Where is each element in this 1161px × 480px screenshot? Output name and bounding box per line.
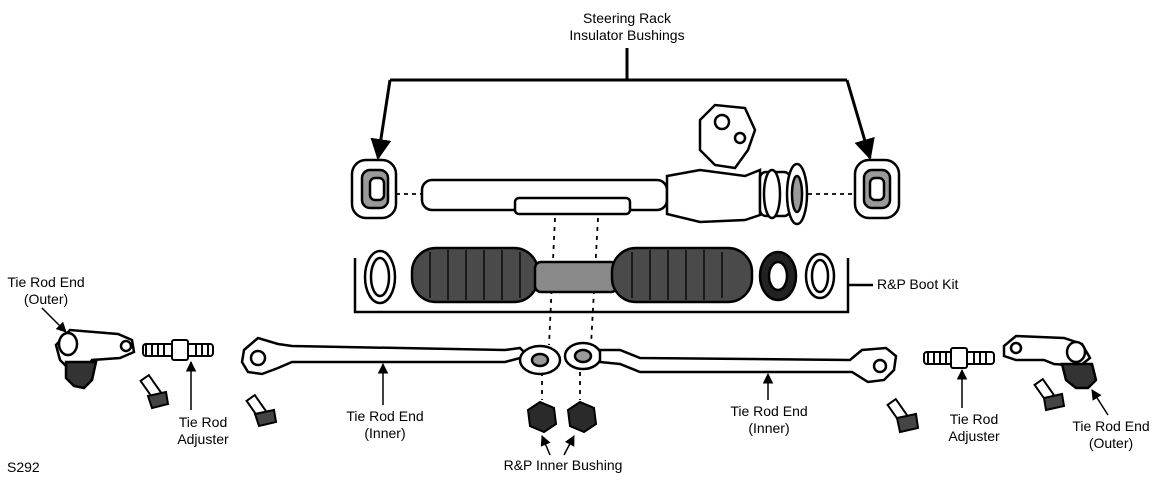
left-tie-rod-adjuster [142,339,214,361]
right-outer-tie-rod-end [1002,334,1098,390]
tie-rod-end-inner-right-line1: Tie Rod End [730,403,808,419]
steering-rack-label-line2: Insulator Bushings [569,27,685,43]
tie-rod-adjuster-right-line2: Adjuster [948,428,1000,444]
tie-rod-end-outer-right-label: Tie Rod End (Outer) [1066,418,1156,452]
right-tie-rod-adjuster [923,347,995,369]
tie-rod-end-outer-left-line2: (Outer) [23,291,69,307]
right-outer-bolt [1033,377,1066,412]
tie-rod-adjuster-left-label: Tie Rod Adjuster [168,414,238,448]
insulator-bushing-callout [370,48,875,161]
inner-bushings [526,400,598,434]
steering-rack-housing [420,103,809,226]
left-inner-bolt [245,393,278,428]
left-insulator-bushing [350,158,398,220]
right-insulator-bushing [853,158,901,220]
tie-rod-end-inner-left-label: Tie Rod End (Inner) [340,408,430,442]
tie-rod-adjuster-left-line1: Tie Rod [178,414,228,430]
right-inner-bolt [886,397,920,434]
left-outer-bolt [139,373,170,410]
tie-rod-adjuster-right-label: Tie Rod Adjuster [939,411,1009,445]
tie-rod-end-inner-left-line2: (Inner) [364,425,406,441]
boot-ribs [429,250,723,300]
left-inner-tie-rod [240,336,562,376]
tie-rod-adjuster-right-line1: Tie Rod [949,411,999,427]
figure-code: S292 [7,459,40,475]
tie-rod-end-inner-right-label: Tie Rod End (Inner) [724,403,814,437]
label-arrows [41,307,1109,456]
steering-rack-label-line1: Steering Rack [583,10,671,26]
tie-rod-end-outer-right-line2: (Outer) [1088,435,1134,451]
boot-kit-label: R&P Boot Kit [877,276,959,292]
boot-kit-parts [363,246,836,305]
tie-rod-end-inner-left-line1: Tie Rod End [346,408,424,424]
tie-rod-end-outer-left-label: Tie Rod End (Outer) [2,274,90,308]
tie-rod-adjuster-left-line2: Adjuster [177,431,229,447]
boot-kit-bracket [353,258,873,314]
tie-rod-end-inner-right-line2: (Inner) [748,420,790,436]
tie-rod-end-outer-right-line1: Tie Rod End [1072,418,1150,434]
left-outer-tie-rod-end [54,328,136,390]
right-inner-tie-rod [563,341,898,384]
steering-rack-label: Steering Rack Insulator Bushings [567,10,687,44]
inner-bushing-label: R&P Inner Bushing [503,457,623,473]
tie-rod-end-outer-left-line1: Tie Rod End [7,274,85,290]
